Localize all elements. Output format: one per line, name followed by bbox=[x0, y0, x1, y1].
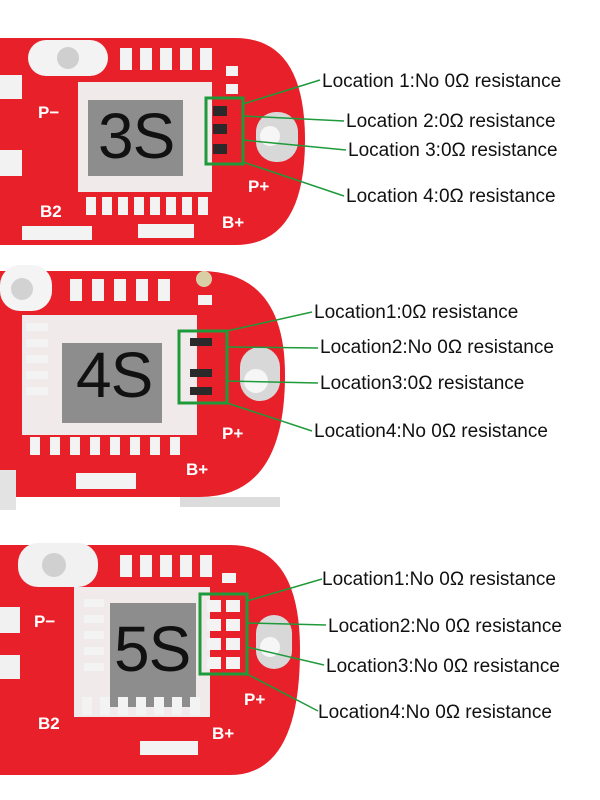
board-5s-panel: 5S P− P+ B2 B+ Location1:No 0Ω resistanc… bbox=[0, 535, 600, 800]
location-2-label: Location2:No 0Ω resistance bbox=[328, 616, 562, 637]
board-3s-panel: 3S P− P+ B2 B+ Location 1:No 0Ω resistan… bbox=[0, 0, 600, 255]
silk-b-plus: B+ bbox=[186, 460, 209, 479]
location-2-label: Location2:No 0Ω resistance bbox=[320, 337, 554, 358]
silk-p-minus: P− bbox=[38, 103, 60, 122]
location-1-label: Location 1:No 0Ω resistance bbox=[322, 71, 562, 92]
location-1-label: Location1:0Ω resistance bbox=[314, 302, 519, 323]
silk-b-plus: B+ bbox=[212, 724, 235, 743]
board-4s-panel: 4S P+ B+ Location1:0Ω resistance Locatio… bbox=[0, 265, 600, 520]
location-3-label: Location 3:0Ω resistance bbox=[348, 140, 558, 161]
location-box bbox=[198, 592, 249, 676]
location-3-label: Location3:No 0Ω resistance bbox=[326, 656, 560, 677]
location-box bbox=[204, 96, 245, 166]
board-4s-photo bbox=[0, 265, 319, 510]
location-3-label: Location3:0Ω resistance bbox=[320, 373, 525, 394]
silk-b2: B2 bbox=[38, 714, 60, 733]
series-label: 4S bbox=[76, 339, 153, 411]
location-4-label: Location4:No 0Ω resistance bbox=[314, 421, 548, 442]
location-1-label: Location1:No 0Ω resistance bbox=[322, 569, 556, 590]
location-2-label: Location 2:0Ω resistance bbox=[346, 111, 556, 132]
silk-p-minus: P− bbox=[34, 612, 56, 631]
silk-p-plus: P+ bbox=[248, 177, 270, 196]
silk-b2: B2 bbox=[40, 202, 62, 221]
silk-p-plus: P+ bbox=[244, 690, 266, 709]
location-4-label: Location4:No 0Ω resistance bbox=[318, 702, 552, 723]
silk-p-plus: P+ bbox=[222, 424, 244, 443]
board-3s-photo bbox=[0, 38, 347, 245]
series-label: 5S bbox=[114, 613, 191, 685]
location-box bbox=[177, 329, 229, 405]
location-4-label: Location 4:0Ω resistance bbox=[346, 186, 556, 207]
silk-b-plus: B+ bbox=[222, 213, 245, 232]
board-5s-photo bbox=[0, 543, 327, 775]
series-label: 3S bbox=[98, 100, 175, 172]
